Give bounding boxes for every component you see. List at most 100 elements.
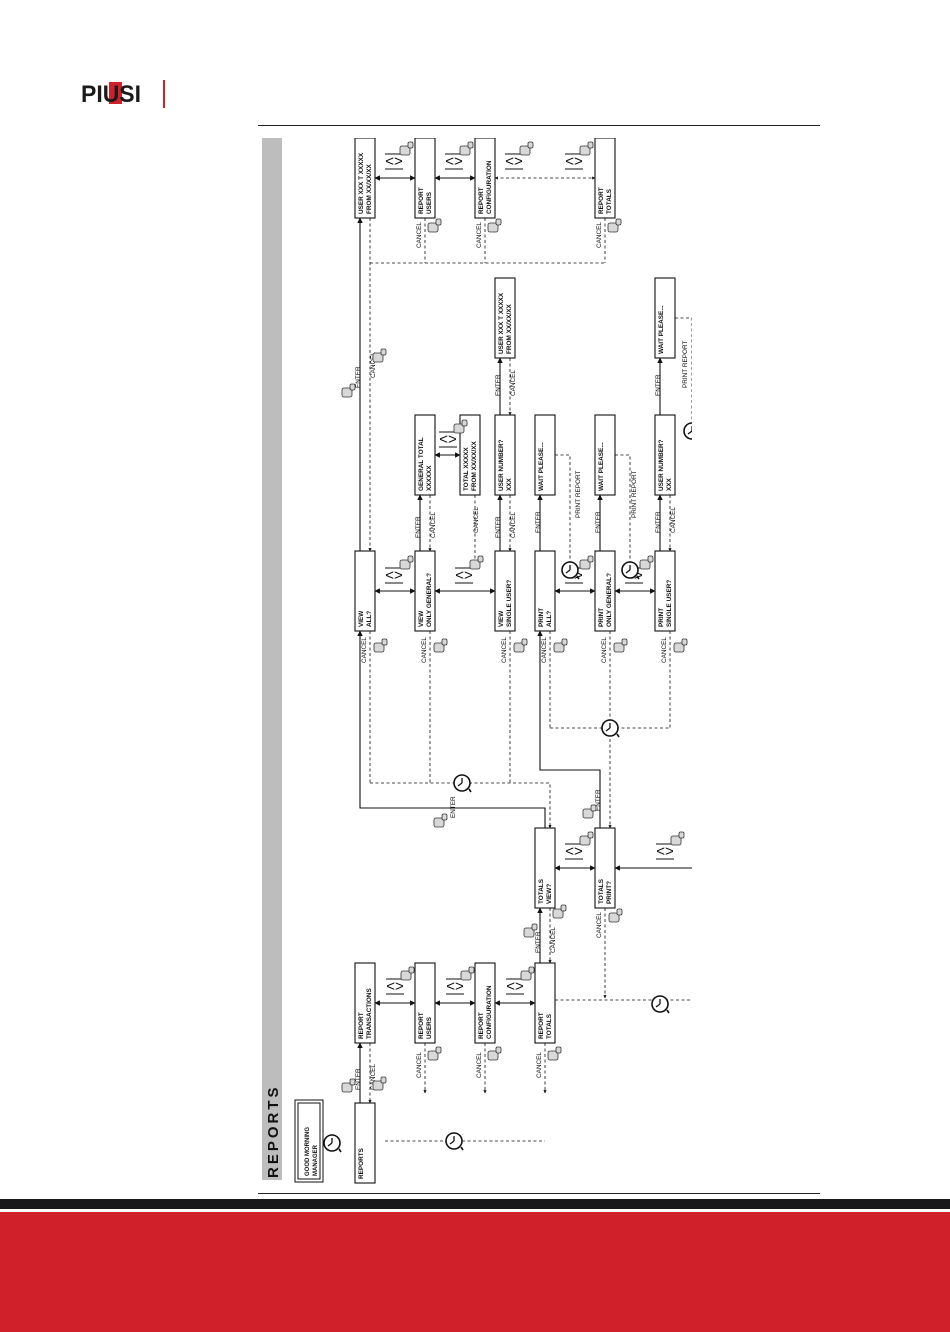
cancel-label: CANCEL <box>541 637 548 663</box>
print-report-label: PRINT REPORT <box>575 471 582 518</box>
nav-arrows-icon <box>565 142 593 170</box>
hand-icon <box>553 638 568 653</box>
enter-label: ENTER <box>655 511 662 533</box>
clock-icon <box>651 995 670 1014</box>
clock-icon <box>561 561 580 580</box>
node-label: WAIT PLEASE... <box>538 442 545 491</box>
node-label: USER NUMBER? <box>498 439 505 491</box>
node-label: REPORT <box>538 1012 545 1039</box>
greeting-line-1: GOOD MORNING <box>305 1127 311 1176</box>
node-label: PRINT <box>538 608 545 627</box>
node-label: VIEW? <box>546 884 553 904</box>
node-label: USER XXX T XXXXX <box>498 292 505 354</box>
print-report-label: PRINT REPORT <box>682 341 689 388</box>
enter-line <box>357 630 546 828</box>
nav-arrows-icon <box>386 967 414 995</box>
node-label: FROM XX/XX/XX <box>366 164 373 214</box>
node-box <box>354 962 376 1044</box>
hand-icon <box>433 813 448 828</box>
clock-icon <box>601 719 620 738</box>
cancel-label: CANCEL <box>421 637 428 663</box>
cancel-bus <box>370 782 552 829</box>
cancel-label: CANCEL <box>670 507 677 533</box>
node-box <box>594 414 616 496</box>
clock-icon <box>683 422 692 441</box>
node-box <box>414 962 436 1044</box>
node-user-number-v: USER NUMBER?XXX <box>494 414 516 496</box>
title-strip <box>262 138 282 1180</box>
hand-icon <box>427 1046 442 1061</box>
enter-label: ENTER <box>450 796 457 818</box>
node-label: VIEW <box>358 610 365 627</box>
nav-arrows-icon <box>446 967 474 995</box>
enter-label: ENTER <box>595 511 602 533</box>
hand-icon <box>433 638 448 653</box>
cancel-label: CANCEL <box>596 222 603 248</box>
node-box <box>654 414 676 496</box>
node-label: ONLY GENERAL? <box>426 573 433 627</box>
node-label: TOTALS <box>538 878 545 904</box>
footer-rule <box>258 1193 820 1194</box>
node-box <box>474 962 496 1044</box>
cancel-label: CANCEL <box>476 1052 483 1078</box>
nav-arrows-icon <box>445 142 473 170</box>
node-box <box>474 138 496 219</box>
hand-icon <box>487 1046 502 1061</box>
nav-arrows-icon <box>506 967 534 995</box>
node-label: WAIT PLEASE... <box>658 305 665 354</box>
node-label: ONLY GENERAL? <box>606 573 613 627</box>
node-label: PRINT? <box>606 881 613 904</box>
cancel-label: CANCEL <box>550 927 557 953</box>
clock-icon <box>445 1132 464 1151</box>
node-box <box>534 550 556 632</box>
hand-icon <box>373 638 388 653</box>
node-label: ALL? <box>366 611 373 627</box>
node-box <box>594 827 616 909</box>
piusi-logo: PIUSI <box>80 78 142 108</box>
node-label: TOTAL XXXXX <box>463 447 470 491</box>
cancel-label: CANCEL <box>473 507 480 533</box>
node-label: REPORTS <box>358 1147 365 1179</box>
node-box <box>354 1102 376 1184</box>
enter-label: ENTER <box>495 516 502 538</box>
node-box <box>534 414 556 496</box>
node-box <box>414 414 436 496</box>
node-label: TRANSACTIONS <box>366 987 373 1039</box>
enter-label: ENTER <box>535 931 542 953</box>
node-label: PRINT <box>658 608 665 627</box>
clock-icon <box>621 561 640 580</box>
node-box <box>594 550 616 632</box>
hand-icon <box>341 383 356 398</box>
node-label: USERS <box>426 1016 433 1039</box>
cancel-label: CANCEL <box>510 370 517 396</box>
hand-icon <box>427 218 442 233</box>
node-label: REPORT <box>418 187 425 214</box>
hand-icon <box>673 638 688 653</box>
node-label: CONFIGURATION <box>486 160 493 214</box>
node-label: SINGLE USER? <box>666 580 673 627</box>
node-box <box>654 277 676 359</box>
nav-arrows-icon <box>505 142 533 170</box>
footer-dark-band <box>0 1199 950 1209</box>
print-report-label: PRINT REPORT <box>631 471 638 518</box>
node-label: TOTALS <box>598 878 605 904</box>
node-wait-all: WAIT PLEASE... <box>534 414 556 496</box>
nav-arrows-icon <box>455 556 483 584</box>
nav-arrows-icon <box>385 556 413 584</box>
hand-icon <box>547 1046 562 1061</box>
node-label: REPORT <box>358 1012 365 1039</box>
node-label: FROM XX/XX/XX <box>471 441 478 491</box>
